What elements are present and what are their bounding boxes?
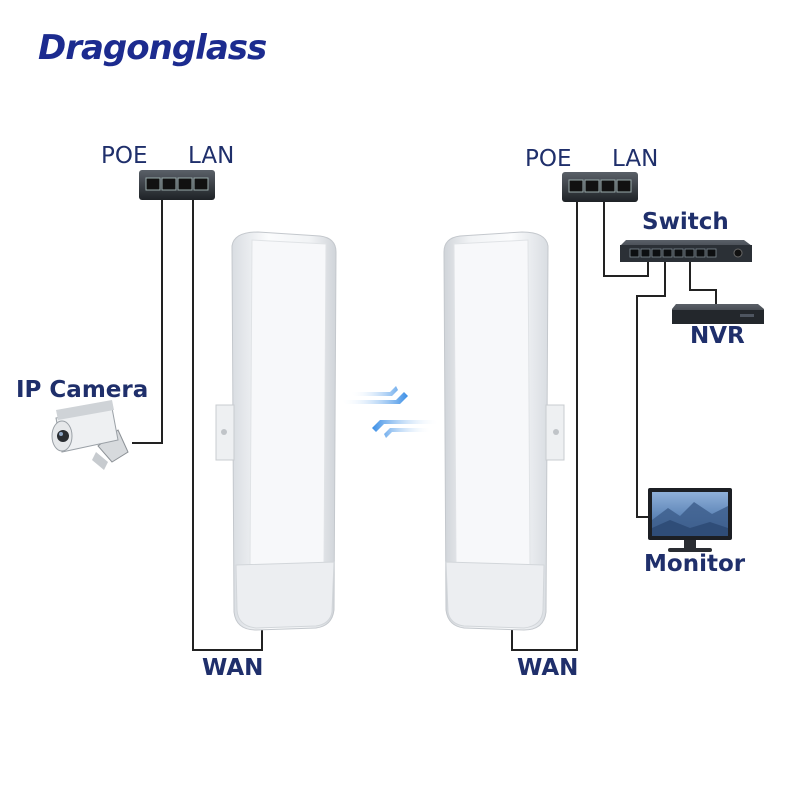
- left-poe-adapter-icon: [139, 170, 215, 200]
- right-cpe-bridge-icon: [444, 232, 564, 630]
- left-lan-label: LAN: [188, 143, 234, 169]
- monitor-label: Monitor: [644, 551, 745, 577]
- brand-logo: Dragonglass: [38, 28, 266, 68]
- left-wan-label: WAN: [202, 655, 263, 681]
- cable-switch-to-nvr: [690, 262, 716, 304]
- right-poe-label: POE: [525, 146, 572, 172]
- wireless-signal-icon: [340, 386, 440, 438]
- left-poe-label: POE: [101, 143, 148, 169]
- monitor-icon: [648, 488, 732, 552]
- right-poe-adapter-icon: [562, 172, 638, 202]
- nvr-icon: [672, 304, 764, 324]
- nvr-label: NVR: [690, 323, 745, 349]
- cable-left-poe-to-camera: [132, 200, 162, 443]
- ip-camera-label: IP Camera: [16, 377, 148, 403]
- switch-icon: [620, 240, 752, 262]
- right-wan-label: WAN: [517, 655, 578, 681]
- right-lan-label: LAN: [612, 146, 658, 172]
- ip-camera-icon: [52, 400, 128, 470]
- cable-switch-to-monitor: [637, 262, 665, 517]
- switch-label: Switch: [642, 209, 729, 235]
- left-cpe-bridge-icon: [216, 232, 336, 630]
